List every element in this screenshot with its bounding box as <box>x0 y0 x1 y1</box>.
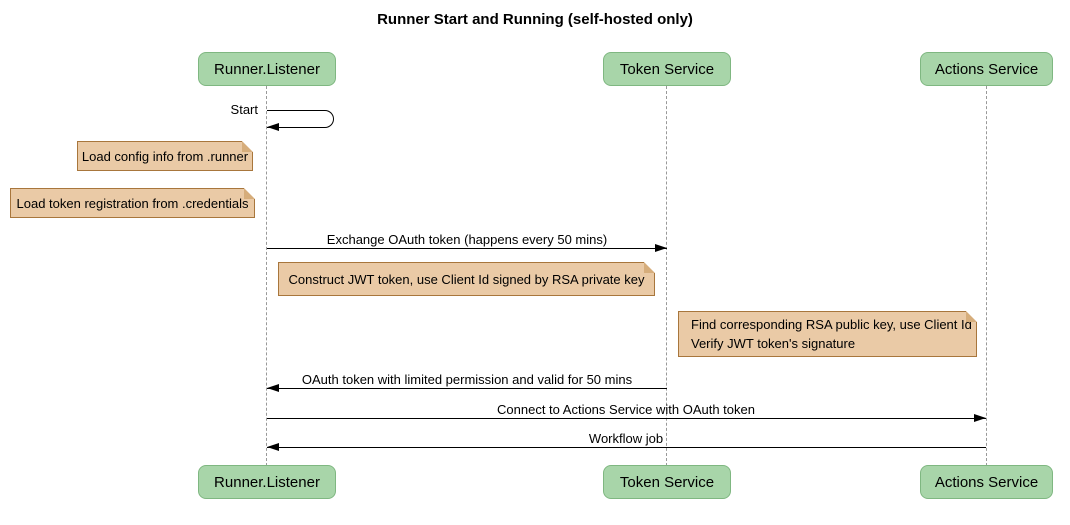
self-message-loop <box>267 110 334 128</box>
note-text: Load token registration from .credential… <box>16 195 249 211</box>
participant-label: Token Service <box>619 60 715 78</box>
participant-token-service-bottom: Token Service <box>603 465 731 499</box>
participant-actions-service-top: Actions Service <box>920 52 1053 86</box>
arrowhead-left-icon <box>267 443 279 451</box>
message-label-exchange-oauth: Exchange OAuth token (happens every 50 m… <box>326 232 608 247</box>
note-load-config: Load config info from .runner <box>77 141 253 171</box>
arrowhead-left-icon <box>267 123 279 131</box>
note-text-line2: Verify JWT token's signature <box>691 336 856 351</box>
participant-token-service-top: Token Service <box>603 52 731 86</box>
note-text: Load config info from .runner <box>81 148 249 164</box>
lifeline-actions-service <box>986 86 987 466</box>
diagram-title: Runner Start and Running (self-hosted on… <box>377 11 693 28</box>
message-line <box>267 418 986 419</box>
participant-label: Runner.Listener <box>214 473 320 491</box>
note-load-token-registration: Load token registration from .credential… <box>10 188 255 218</box>
participant-actions-service-bottom: Actions Service <box>920 465 1053 499</box>
lifeline-token-service <box>666 86 667 466</box>
participant-label: Runner.Listener <box>214 60 320 78</box>
message-label-connect-actions: Connect to Actions Service with OAuth to… <box>497 402 755 417</box>
note-construct-jwt: Construct JWT token, use Client Id signe… <box>278 262 655 296</box>
arrowhead-right-icon <box>655 244 667 252</box>
arrowhead-right-icon <box>974 414 986 422</box>
message-label-oauth-token-back: OAuth token with limited permission and … <box>301 372 633 387</box>
participant-label: Token Service <box>619 473 715 491</box>
note-text-line1: Find corresponding RSA public key, use C… <box>691 317 972 332</box>
message-line <box>267 447 986 448</box>
note-text: Construct JWT token, use Client Id signe… <box>288 271 645 287</box>
message-label-workflow-job: Workflow job <box>588 431 664 446</box>
participant-label: Actions Service <box>934 60 1039 78</box>
arrowhead-left-icon <box>267 384 279 392</box>
note-verify-jwt: Find corresponding RSA public key, use C… <box>678 311 977 357</box>
participant-runner-listener-bottom: Runner.Listener <box>198 465 336 499</box>
participant-runner-listener-top: Runner.Listener <box>198 52 336 86</box>
participant-label: Actions Service <box>934 473 1039 491</box>
message-line <box>267 388 667 389</box>
message-label-start: Start <box>230 102 258 117</box>
lifeline-runner-listener <box>266 86 267 466</box>
message-line <box>267 248 667 249</box>
